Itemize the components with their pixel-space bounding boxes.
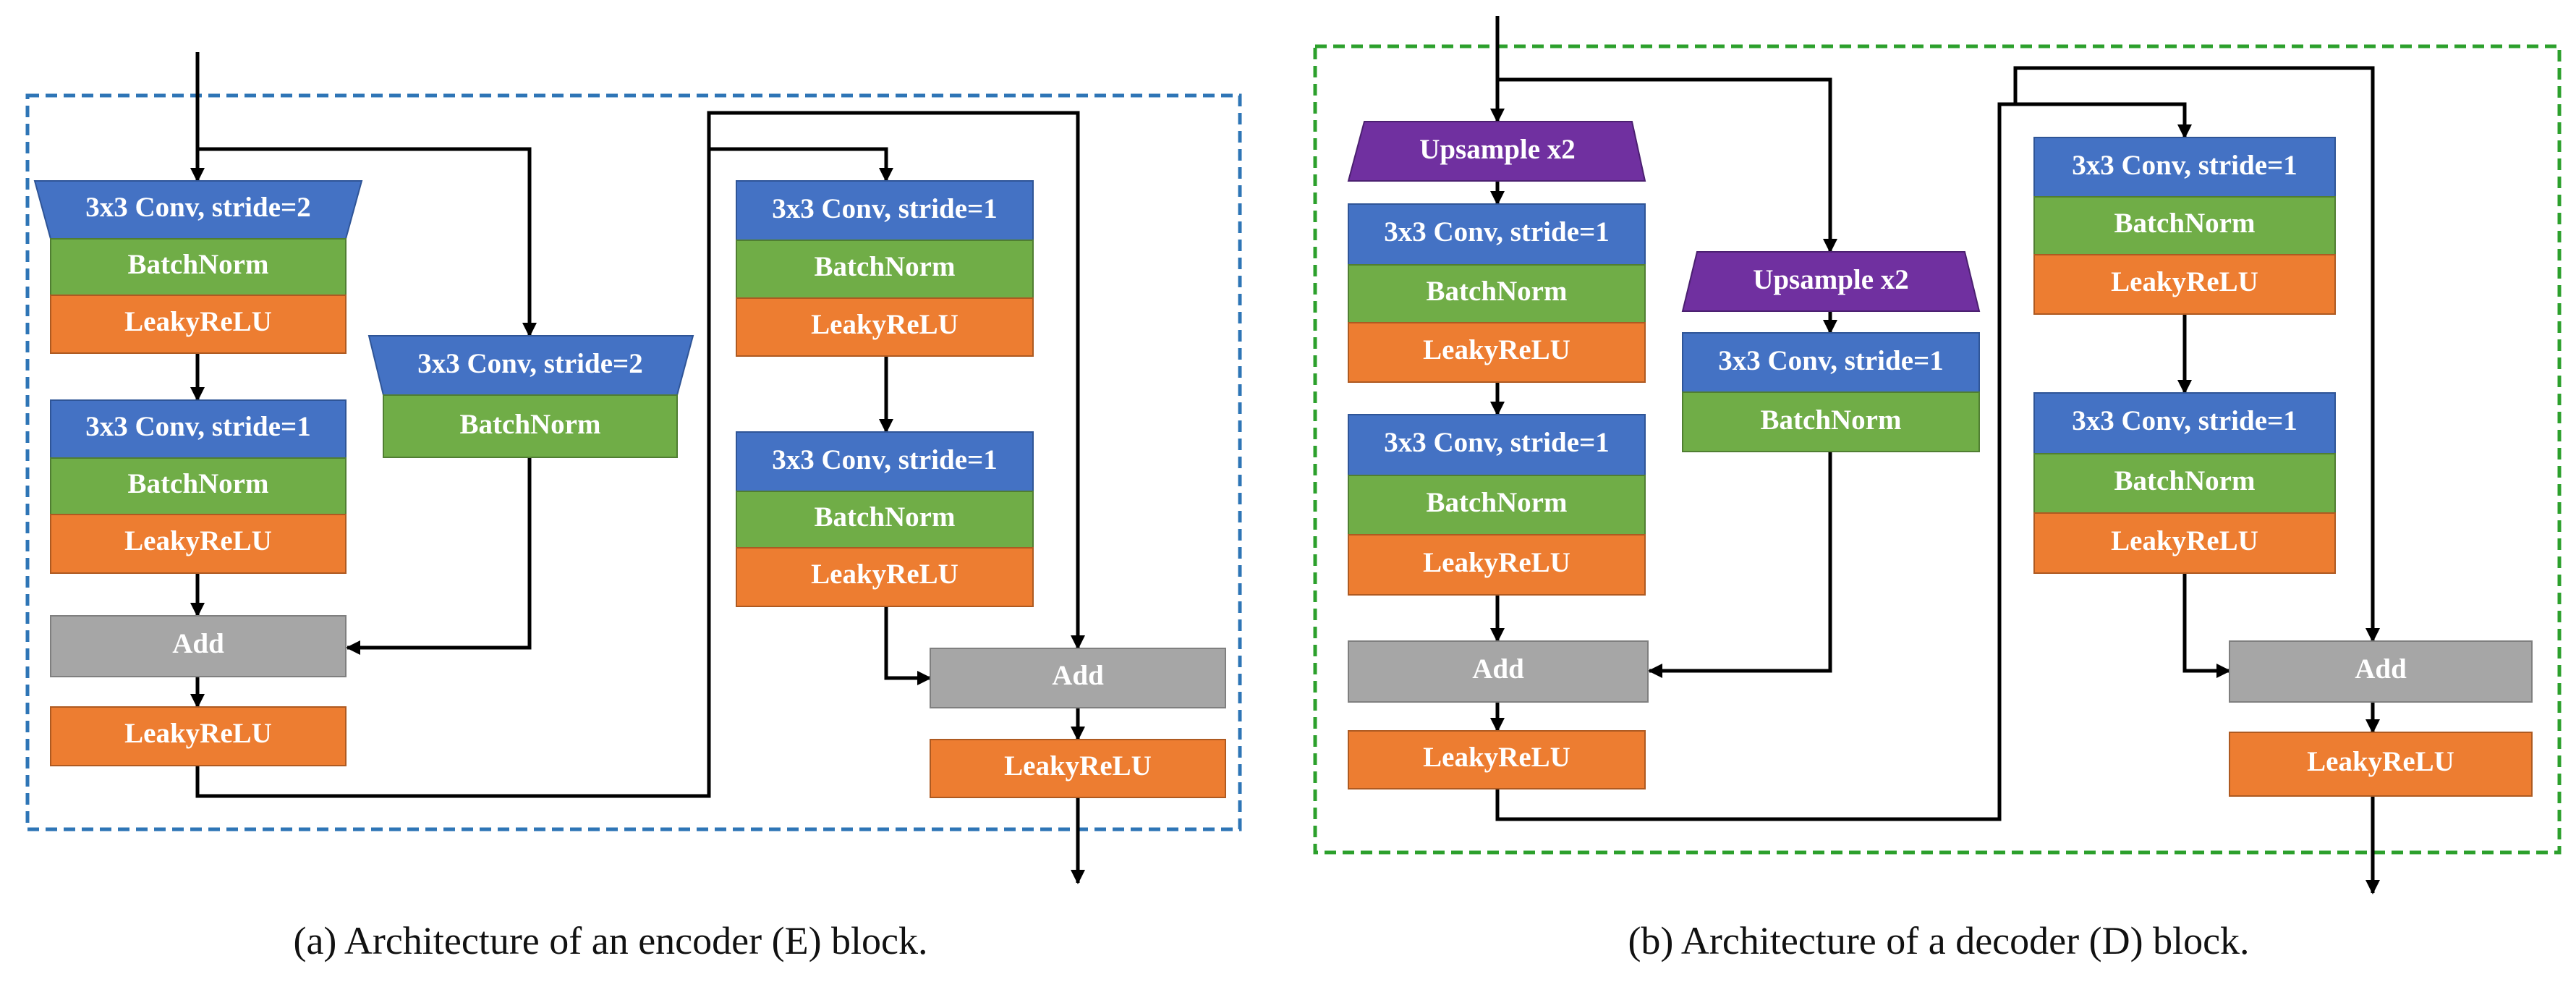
dec-add-label: Add	[1472, 653, 1524, 685]
dec-residual-block: 3x3 Conv, stride=1 BatchNorm LeakyReLU 3…	[2033, 137, 2533, 797]
dec-main-path: Upsample x2 3x3 Conv, stride=1 BatchNorm…	[1347, 121, 1649, 789]
dec-res-act-out-label: LeakyReLU	[2307, 746, 2454, 777]
dec-conv2-label: 3x3 Conv, stride=1	[1384, 427, 1610, 458]
encoder-block: 3x3 Conv, stride=2 BatchNorm LeakyReLU 3…	[25, 52, 1242, 962]
enc-bn2-label: BatchNorm	[128, 468, 269, 499]
dec-conv1	[1348, 203, 1646, 266]
encoder-wires	[190, 52, 1085, 884]
dec-skip-upsample-label: Upsample x2	[1753, 264, 1909, 295]
enc-res-bn1	[736, 240, 1034, 299]
decoder-block: Upsample x2 3x3 Conv, stride=1 BatchNorm…	[1313, 16, 2562, 962]
enc-act2-label: LeakyReLU	[124, 525, 272, 556]
dec-res-conv1	[2033, 137, 2336, 198]
dec-output-to-residual	[1495, 66, 2380, 821]
dec-act-out-label: LeakyReLU	[1423, 742, 1570, 773]
enc-output-to-residual	[195, 111, 1085, 798]
enc-res-act2-label: LeakyReLU	[811, 559, 958, 590]
enc-conv1-label: 3x3 Conv, stride=2	[85, 192, 311, 223]
enc-act-out	[50, 706, 347, 766]
dec-res-act1	[2033, 254, 2336, 315]
dec-bn2-label: BatchNorm	[1427, 487, 1568, 518]
dec-res-branch-arrow	[2015, 102, 2192, 139]
enc-res-conv1-label: 3x3 Conv, stride=1	[772, 193, 998, 224]
enc-res-branch-arrow	[709, 147, 893, 182]
enc-res-act1-label: LeakyReLU	[811, 309, 958, 340]
encoder-caption: (a) Architecture of an encoder (E) block…	[293, 919, 927, 962]
enc-skip-conv-label: 3x3 Conv, stride=2	[417, 348, 643, 379]
enc-res-bn2-label: BatchNorm	[815, 501, 956, 533]
enc-res-add-label: Add	[1052, 660, 1104, 691]
enc-res-conv1	[736, 180, 1034, 241]
dec-act1-label: LeakyReLU	[1423, 334, 1570, 365]
decoder-caption: (b) Architecture of a decoder (D) block.	[1628, 919, 2249, 962]
enc-res-act2	[736, 547, 1034, 607]
enc-skip-branch-arrow	[197, 147, 537, 337]
encoder-border	[25, 93, 1242, 831]
dec-add	[1348, 640, 1649, 703]
enc-res-act-out-label: LeakyReLU	[1004, 750, 1152, 782]
enc-skip-bn-label: BatchNorm	[460, 409, 601, 440]
dec-skip-to-add-arrow	[1648, 452, 1832, 678]
dec-skip-bn-label: BatchNorm	[1761, 405, 1902, 436]
dec-res-conv1-label: 3x3 Conv, stride=1	[2072, 150, 2297, 181]
enc-res-bn2	[736, 491, 1034, 549]
enc-res-bn1-label: BatchNorm	[815, 251, 956, 282]
enc-skip-path: 3x3 Conv, stride=2 BatchNorm	[367, 335, 694, 458]
enc-bn1-label: BatchNorm	[128, 249, 269, 280]
dec-act-out	[1348, 730, 1646, 789]
dec-skip-conv-label: 3x3 Conv, stride=1	[1718, 345, 1944, 376]
enc-res-act-out	[930, 739, 1226, 798]
dec-bn1-label: BatchNorm	[1427, 276, 1568, 307]
enc-act1-label: LeakyReLU	[124, 306, 272, 337]
enc-add-label: Add	[172, 628, 224, 659]
dec-res-bn2	[2033, 453, 2336, 514]
dec-res-conv2	[2033, 392, 2336, 454]
enc-conv2	[50, 399, 347, 459]
dec-upsample-label: Upsample x2	[1419, 134, 1576, 165]
dec-conv2	[1348, 414, 1646, 476]
dec-conv1-label: 3x3 Conv, stride=1	[1384, 216, 1610, 247]
enc-res-act2-to-add	[884, 606, 932, 685]
dec-act1	[1348, 322, 1646, 383]
dec-skip-bn	[1682, 391, 1980, 452]
decoder-border	[1313, 44, 2562, 855]
enc-res-conv2	[736, 431, 1034, 492]
dec-bn2	[1348, 475, 1646, 535]
dec-res-add-label: Add	[2355, 653, 2407, 685]
dec-skip-upsample	[1681, 251, 1981, 312]
enc-skip-bn	[383, 394, 678, 458]
dec-res-bn2-label: BatchNorm	[2114, 465, 2256, 496]
dec-res-add	[2229, 640, 2533, 703]
dec-skip-path: Upsample x2 3x3 Conv, stride=1 BatchNorm	[1681, 251, 1981, 452]
enc-act-out-label: LeakyReLU	[124, 718, 272, 749]
enc-residual-block: 3x3 Conv, stride=1 BatchNorm LeakyReLU 3…	[736, 180, 1226, 798]
dec-res-act-out	[2229, 732, 2533, 797]
dec-res-conv2-label: 3x3 Conv, stride=1	[2072, 405, 2297, 436]
enc-act1	[50, 295, 347, 354]
dec-upsample	[1347, 121, 1646, 182]
dec-act2-label: LeakyReLU	[1423, 547, 1570, 578]
enc-res-act1	[736, 297, 1034, 357]
dec-res-bn1-label: BatchNorm	[2114, 208, 2256, 239]
enc-act2	[50, 514, 347, 574]
dec-res-bn1	[2033, 196, 2336, 255]
dec-res-act2	[2033, 512, 2336, 574]
dec-res-act1-label: LeakyReLU	[2111, 266, 2258, 297]
enc-skip-to-add-arrow	[346, 457, 532, 655]
dec-res-act2-label: LeakyReLU	[2111, 525, 2258, 556]
enc-res-add	[930, 648, 1226, 708]
enc-add	[50, 615, 347, 677]
enc-conv2-label: 3x3 Conv, stride=1	[85, 411, 311, 442]
decoder-wires	[1490, 16, 2380, 894]
dec-skip-branch-arrow	[1497, 77, 1837, 253]
enc-conv1: 3x3 Conv, stride=2	[33, 180, 363, 240]
enc-main-path: 3x3 Conv, stride=2 BatchNorm LeakyReLU 3…	[33, 180, 363, 766]
dec-act2	[1348, 534, 1646, 596]
dec-res-act2-to-add	[2182, 573, 2231, 678]
enc-res-conv2-label: 3x3 Conv, stride=1	[772, 444, 998, 475]
